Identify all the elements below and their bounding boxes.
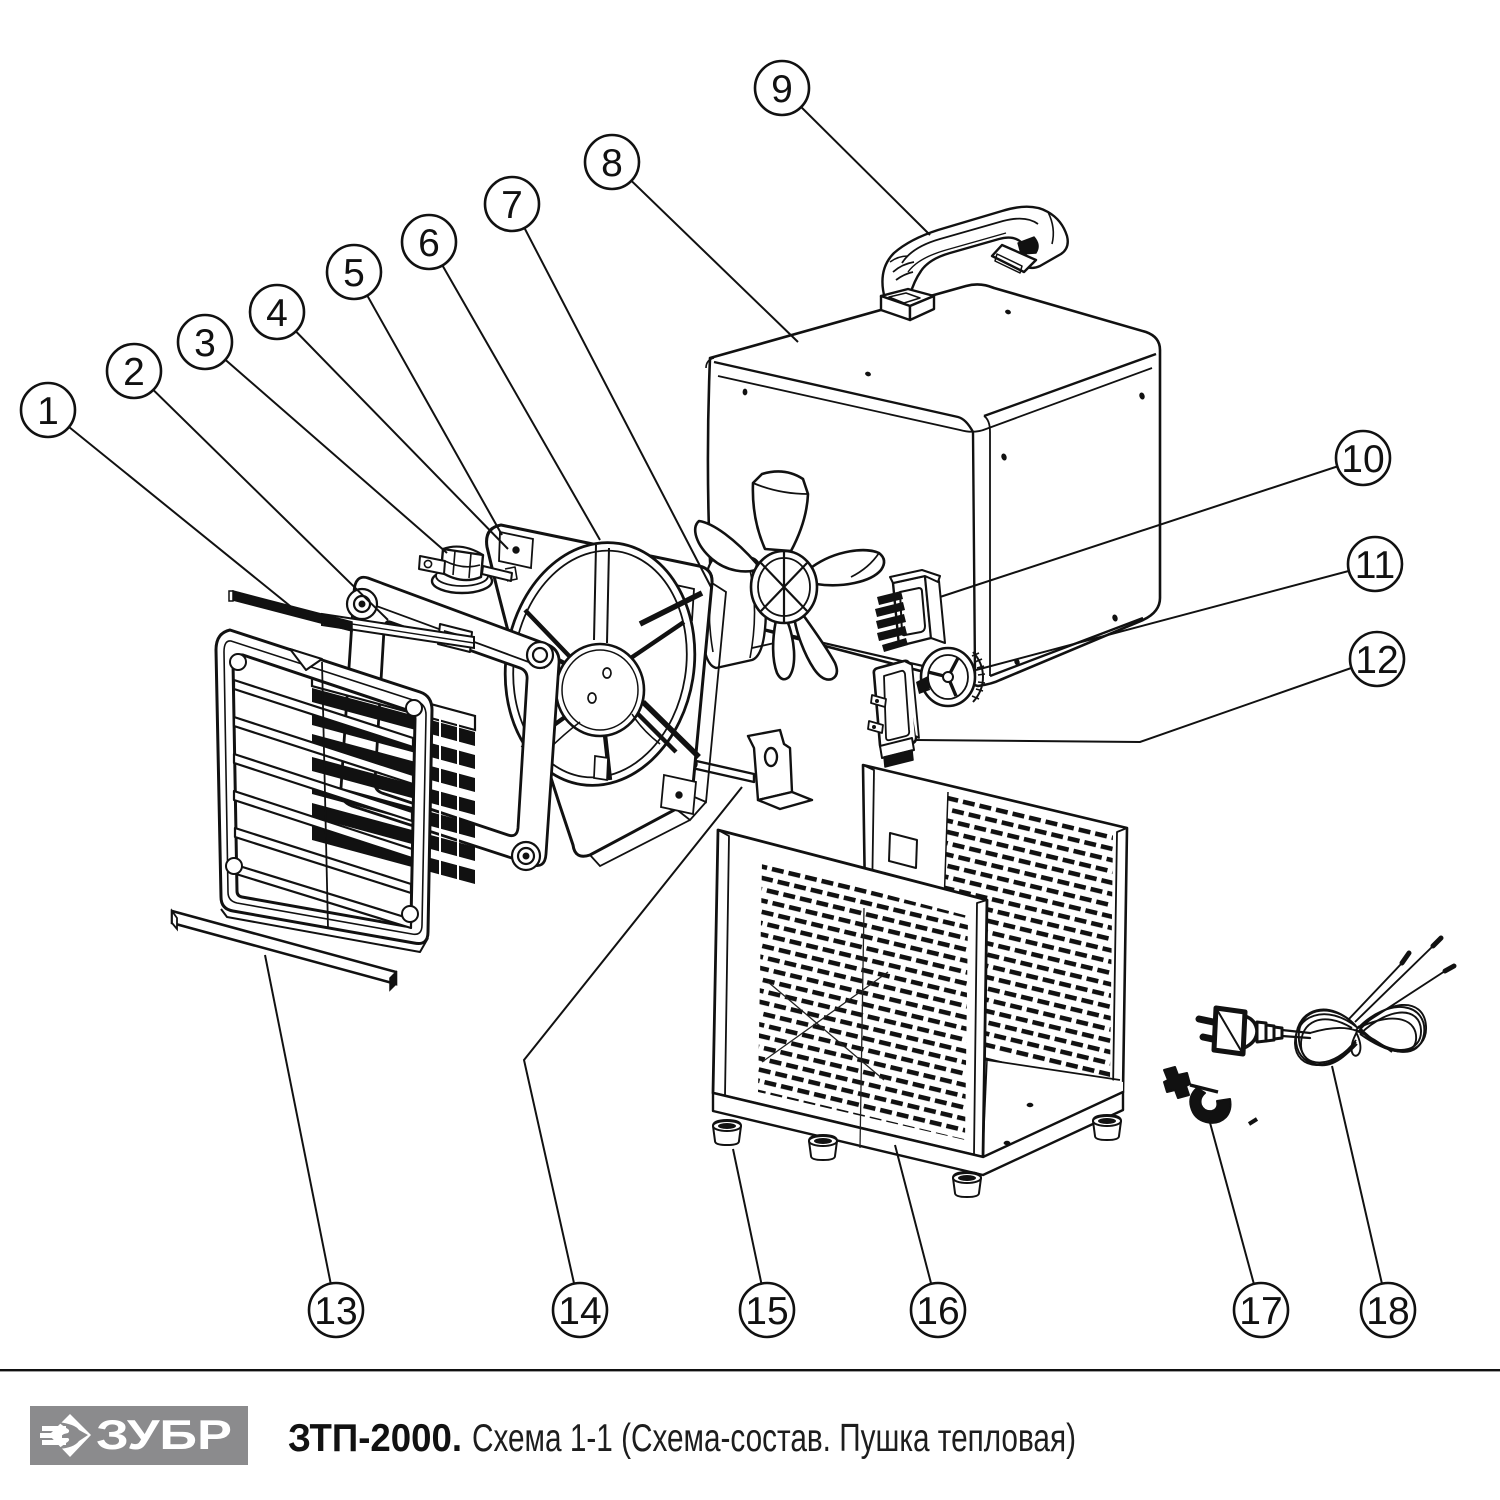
svg-text:6: 6 bbox=[418, 222, 440, 265]
svg-text:1: 1 bbox=[37, 390, 59, 433]
svg-text:2: 2 bbox=[123, 351, 145, 394]
svg-text:16: 16 bbox=[916, 1290, 959, 1333]
svg-text:10: 10 bbox=[1341, 438, 1384, 481]
svg-text:ЗТП-2000.: ЗТП-2000. bbox=[288, 1417, 462, 1460]
svg-text:ЗУБР: ЗУБР bbox=[96, 1411, 232, 1458]
svg-text:Схема 1-1 (Схема-состав. Пушка: Схема 1-1 (Схема-состав. Пушка тепловая) bbox=[472, 1417, 1076, 1460]
svg-text:18: 18 bbox=[1366, 1290, 1409, 1333]
svg-text:13: 13 bbox=[314, 1290, 357, 1333]
svg-text:17: 17 bbox=[1239, 1290, 1282, 1333]
svg-text:4: 4 bbox=[266, 292, 288, 335]
svg-text:9: 9 bbox=[771, 68, 793, 111]
svg-text:3: 3 bbox=[194, 322, 216, 365]
svg-text:12: 12 bbox=[1355, 639, 1398, 682]
svg-text:14: 14 bbox=[558, 1290, 601, 1333]
svg-text:15: 15 bbox=[745, 1290, 788, 1333]
svg-text:11: 11 bbox=[1355, 544, 1396, 587]
svg-text:7: 7 bbox=[501, 184, 523, 227]
svg-text:5: 5 bbox=[343, 252, 365, 295]
svg-text:8: 8 bbox=[601, 142, 623, 185]
